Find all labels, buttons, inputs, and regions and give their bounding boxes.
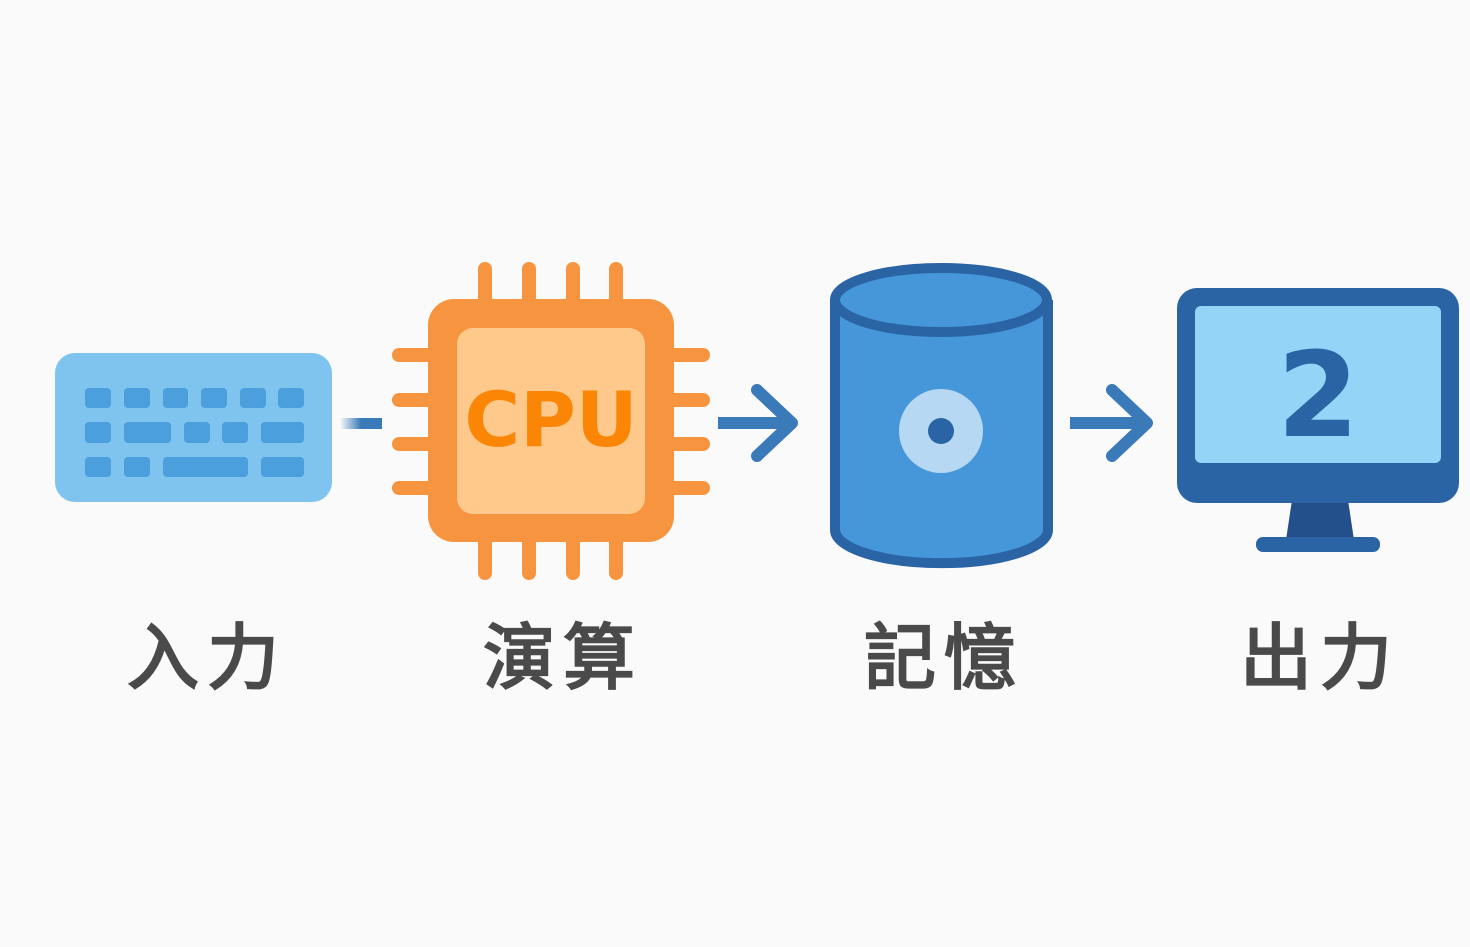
stage-label-input: 入力 (126, 616, 287, 700)
arrow-right-icon (1070, 384, 1153, 462)
connector-line (340, 418, 382, 429)
cpu-icon: CPU (392, 262, 710, 580)
arrow-right-icon (718, 384, 798, 462)
monitor-screen-value: 2 (1277, 326, 1359, 464)
monitor-icon: 2 (1177, 288, 1459, 552)
stage-label-compute: 演算 (482, 616, 643, 700)
stage-label-storage: 記憶 (863, 616, 1024, 700)
keyboard-icon (55, 353, 332, 502)
cpu-chip-label: CPU (464, 375, 637, 464)
storage-cylinder-icon (830, 263, 1053, 569)
stage-label-output: 出力 (1239, 616, 1400, 700)
